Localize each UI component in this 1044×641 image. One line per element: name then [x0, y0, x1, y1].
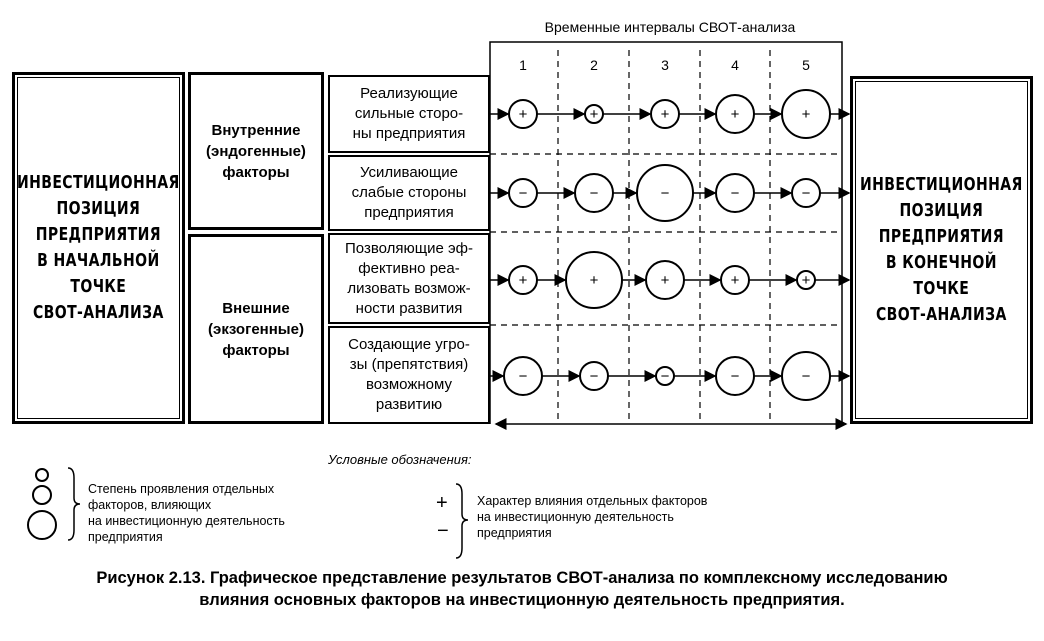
legend-size-graphic [27, 467, 80, 541]
interval-number-4: 4 [731, 57, 739, 73]
minus-circle-icon [781, 351, 831, 401]
interval-number-1: 1 [519, 57, 527, 73]
intervals-title: Временные интервалы СВОТ-анализа [544, 19, 796, 35]
factor-box-threats: Создающие угро- зы (препятствия) возможн… [328, 326, 490, 424]
minus-circle-icon [508, 178, 538, 208]
plus-circle-icon [645, 260, 685, 300]
minus-circle-icon [503, 356, 543, 396]
factor-label: Усиливающие слабые стороны предприятия [351, 164, 467, 221]
impact-sign: + [519, 272, 528, 289]
impact-sign: − [519, 368, 528, 385]
plus-circle-icon [781, 89, 831, 139]
impact-sign: + [661, 272, 670, 289]
initial-position-text: ИНВЕСТИЦИОННАЯ ПОЗИЦИЯ ПРЕДПРИЯТИЯ В НАЧ… [17, 172, 180, 323]
plus-circle-icon [720, 265, 750, 295]
impact-sign: − [519, 185, 528, 202]
minus-circle-icon [791, 178, 821, 208]
external-factors-box: Внешние (экзогенные) факторы [188, 234, 324, 424]
figure-caption: Рисунок 2.13. Графическое представление … [96, 569, 948, 609]
minus-circle-icon [579, 361, 609, 391]
minus-circle-icon [574, 173, 614, 213]
external-factors-label: Внешние (экзогенные) факторы [208, 299, 304, 359]
plus-circle-icon [650, 99, 680, 129]
legend-minus-sign: − [437, 520, 449, 542]
impact-sign: + [661, 106, 670, 123]
internal-factors-box: Внутренние (эндогенные) факторы [188, 72, 324, 230]
impact-sign: − [731, 185, 740, 202]
legend-title: Условные обозначения: [328, 452, 472, 467]
factor-box-weaknesses: Усиливающие слабые стороны предприятия [328, 155, 490, 231]
impact-sign: − [802, 185, 811, 202]
interval-number-5: 5 [802, 57, 810, 73]
legend-brace-icon [67, 467, 80, 541]
impact-sign: + [802, 272, 811, 289]
legend-plus-sign: + [436, 492, 448, 514]
plus-circle-icon [796, 270, 816, 290]
impact-sign: + [519, 106, 528, 123]
legend-small-circle-icon [35, 468, 49, 482]
legend-sign-text: Характер влияния отдельных факторов на и… [477, 494, 708, 540]
legend-size-text: Степень проявления отдельных факторов, в… [88, 482, 285, 544]
legend-sign-brace-icon [455, 483, 469, 559]
impact-sign: + [731, 106, 740, 123]
factor-box-strengths: Реализующие сильные сторо- ны предприяти… [328, 75, 490, 153]
minus-circle-icon [655, 366, 675, 386]
impact-sign: + [731, 272, 740, 289]
legend-medium-circle-icon [32, 485, 52, 505]
factor-label: Создающие угро- зы (препятствия) возможн… [348, 336, 470, 413]
interval-number-3: 3 [661, 57, 669, 73]
final-position-box: ИНВЕСТИЦИОННАЯ ПОЗИЦИЯ ПРЕДПРИЯТИЯ В КОН… [850, 76, 1033, 424]
minus-circle-icon [715, 173, 755, 213]
minus-circle-icon [715, 356, 755, 396]
final-position-text: ИНВЕСТИЦИОННАЯ ПОЗИЦИЯ ПРЕДПРИЯТИЯ В КОН… [860, 174, 1023, 325]
impact-sign: − [590, 185, 599, 202]
legend-large-circle-icon [27, 510, 57, 540]
plus-circle-icon [565, 251, 623, 309]
impact-sign: + [802, 106, 811, 123]
impact-sign: − [731, 368, 740, 385]
plus-circle-icon [508, 99, 538, 129]
plus-circle-icon [715, 94, 755, 134]
impact-sign: − [661, 368, 670, 385]
plus-circle-icon [584, 104, 604, 124]
interval-number-2: 2 [590, 57, 598, 73]
impact-sign: + [590, 106, 599, 123]
initial-position-box: ИНВЕСТИЦИОННАЯ ПОЗИЦИЯ ПРЕДПРИЯТИЯ В НАЧ… [12, 72, 185, 424]
impact-sign: − [802, 368, 811, 385]
internal-factors-label: Внутренние (эндогенные) факторы [206, 121, 306, 181]
minus-circle-icon [636, 164, 694, 222]
plus-circle-icon [508, 265, 538, 295]
factor-box-opportunities: Позволяющие эф- фективно реа- лизовать в… [328, 233, 490, 324]
factor-label: Позволяющие эф- фективно реа- лизовать в… [345, 239, 473, 317]
impact-sign: − [590, 368, 599, 385]
impact-sign: + [590, 272, 599, 289]
factor-label: Реализующие сильные сторо- ны предприяти… [352, 85, 466, 142]
impact-sign: − [661, 185, 670, 202]
intervals-bracket [489, 41, 843, 50]
